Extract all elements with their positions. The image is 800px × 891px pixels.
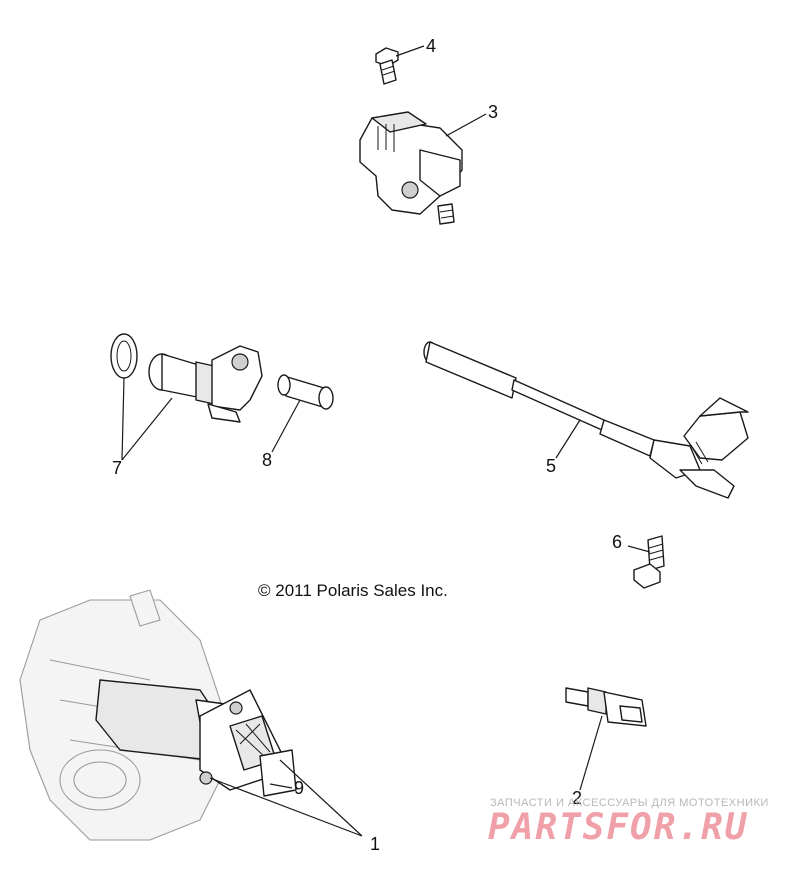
- leader-2: 2: [572, 715, 603, 808]
- leader-8: 8: [262, 399, 301, 470]
- callout-2: 2: [572, 788, 582, 808]
- part-7-cam-sensor: [148, 345, 263, 423]
- leader-7: 7: [112, 377, 173, 478]
- callout-5: 5: [546, 456, 556, 476]
- part-3-map-sensor: [359, 111, 463, 225]
- leader-1: 1: [209, 759, 380, 854]
- callout-7: 7: [112, 458, 122, 478]
- watermark-subtitle: ЗАПЧАСТИ И АКСЕССУАРЫ ДЛЯ МОТОТЕХНИКИ: [490, 797, 769, 809]
- callout-1: 1: [370, 834, 380, 854]
- callout-9: 9: [294, 778, 304, 798]
- copyright-text: © 2011 Polaris Sales Inc.: [258, 581, 448, 600]
- callout-3: 3: [488, 102, 498, 122]
- callout-8: 8: [262, 450, 272, 470]
- part-2-temp-sensor: [565, 687, 647, 727]
- part-1-throttle-body: [19, 589, 297, 841]
- part-5-speed-sensor: [423, 341, 749, 499]
- leader-5: 5: [546, 419, 581, 476]
- callout-6: 6: [612, 532, 622, 552]
- part-6-bolt: [633, 535, 665, 589]
- leader-4: 4: [395, 36, 436, 57]
- leader-6: 6: [612, 532, 651, 553]
- part-7-o-ring: [110, 333, 138, 379]
- leader-3: 3: [445, 102, 498, 137]
- leader-9: 9: [269, 778, 304, 798]
- part-4-bolt: [375, 47, 399, 85]
- callout-4: 4: [426, 36, 436, 56]
- watermark-brand: PARTSFOR.RU: [488, 807, 749, 848]
- part-8-sleeve: [277, 374, 334, 410]
